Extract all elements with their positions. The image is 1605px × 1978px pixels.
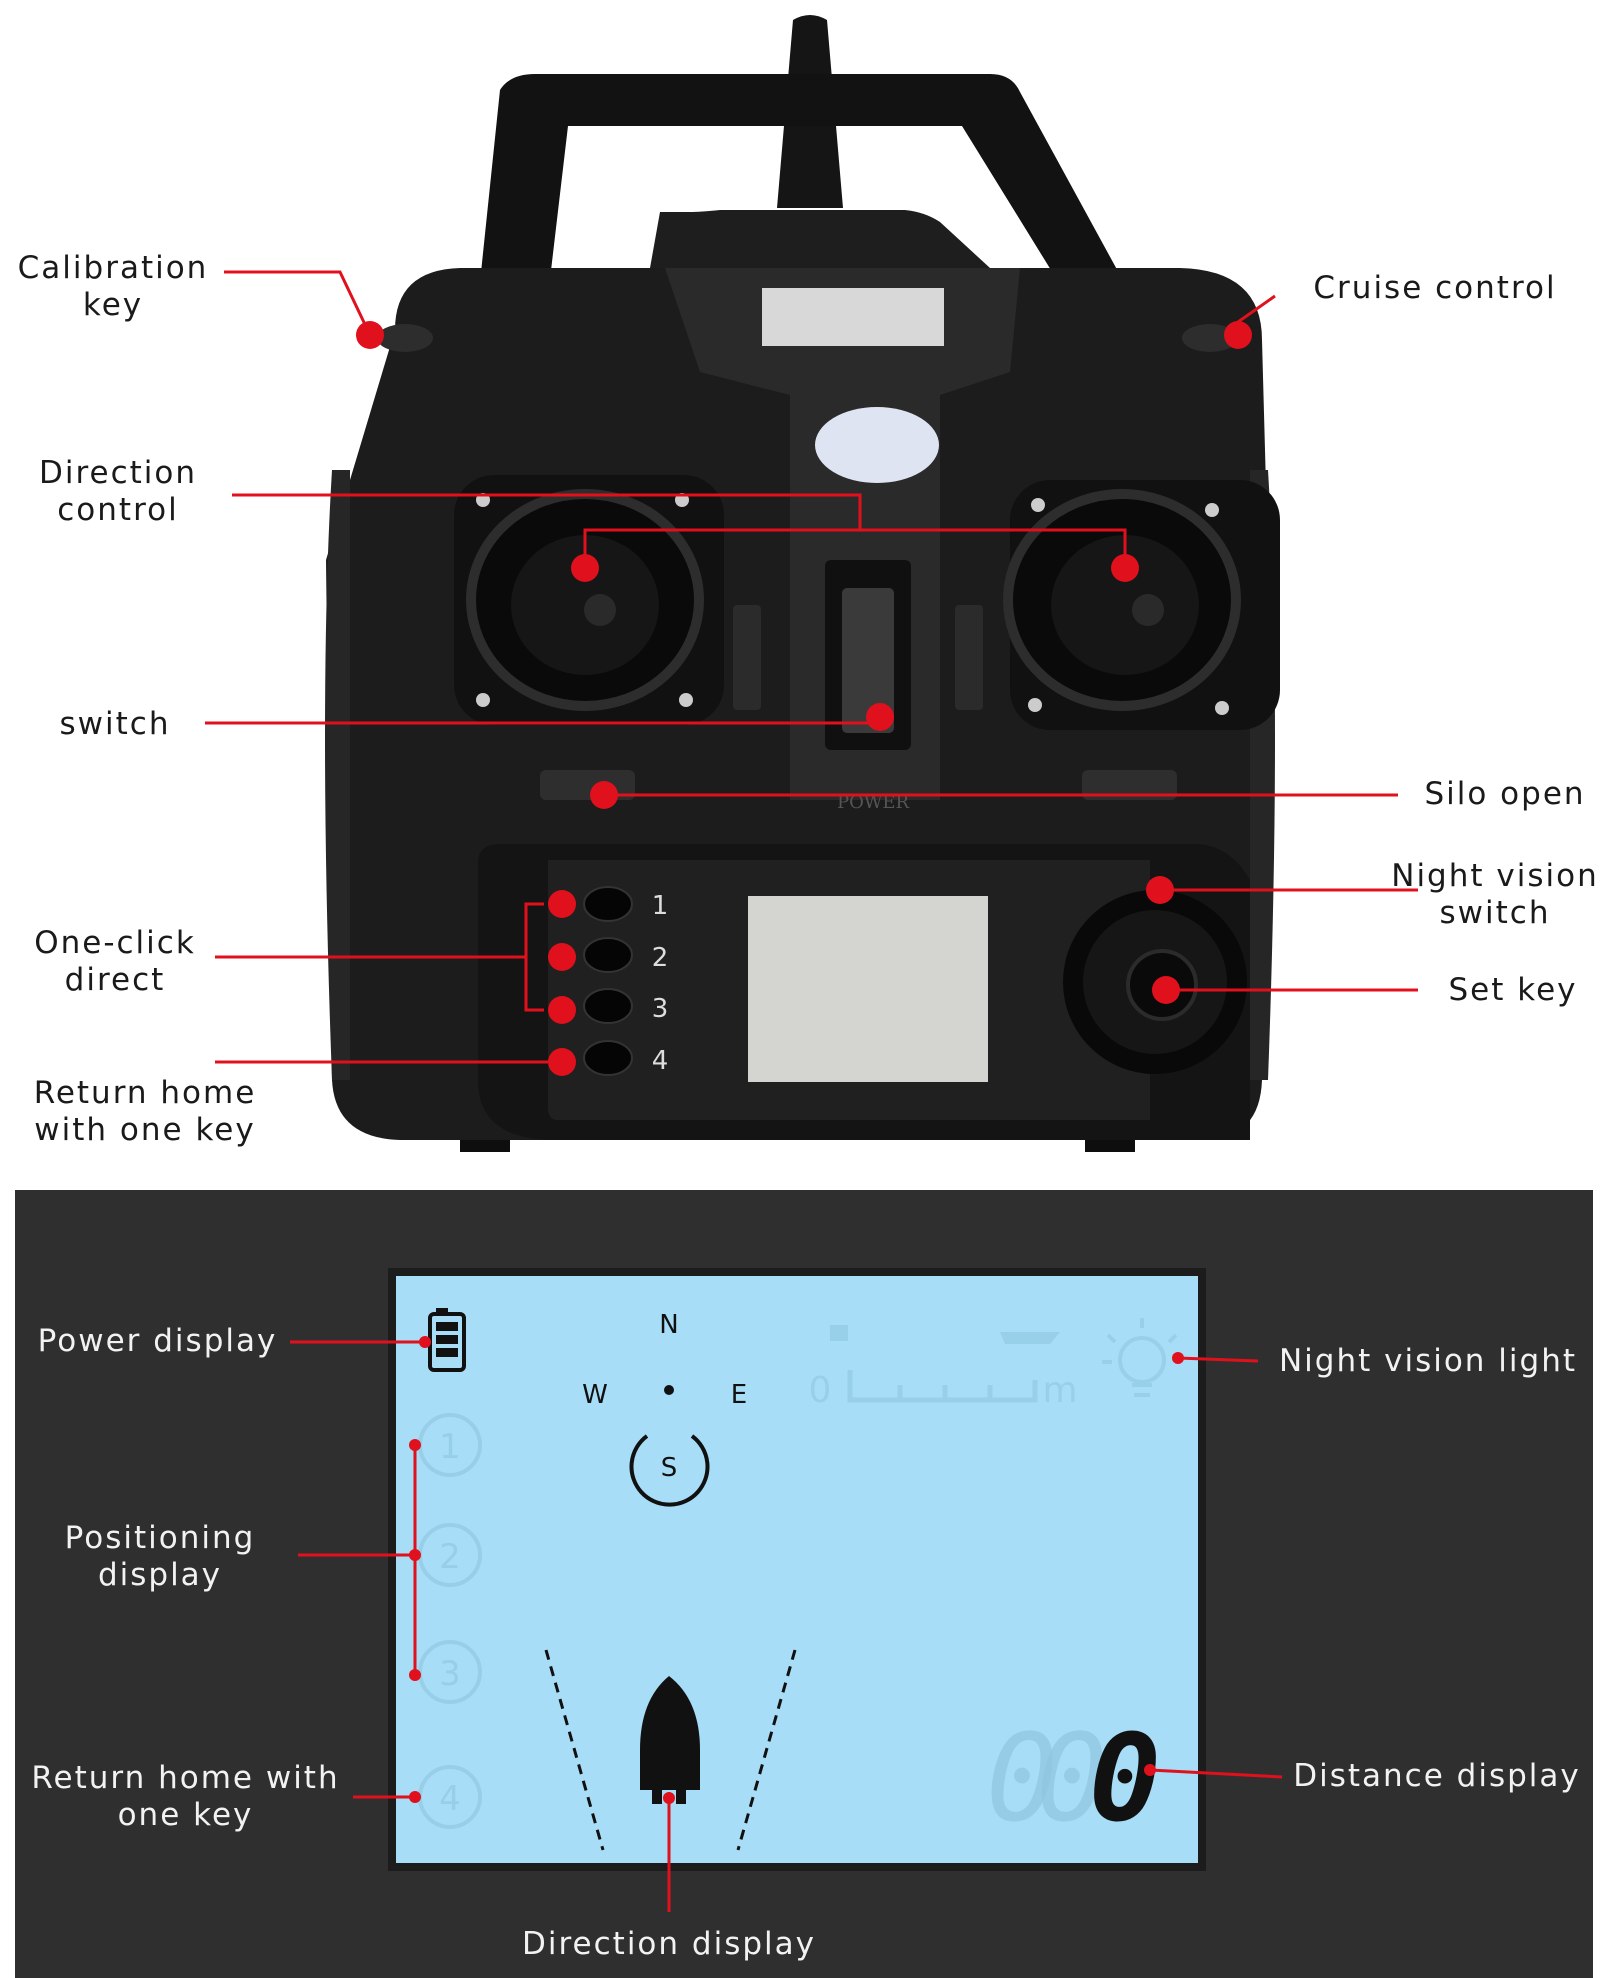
label-night-vision-switch: Night vision switch bbox=[1391, 858, 1599, 931]
center-led bbox=[815, 407, 939, 483]
label-return-home-bottom: Return home with one key bbox=[31, 1760, 340, 1833]
compass: N E S W bbox=[582, 1310, 747, 1507]
cruise-shoulder-button[interactable] bbox=[1182, 324, 1238, 352]
button-number-4: 4 bbox=[652, 1046, 669, 1076]
night-vision-bulb-icon bbox=[1102, 1318, 1178, 1397]
position-3: 3 bbox=[439, 1654, 461, 1694]
controller: POWER 1 2 3 4 bbox=[325, 15, 1280, 1152]
top-hump bbox=[650, 210, 990, 268]
top-callout-dots bbox=[356, 321, 1252, 1076]
label-power-display: Power display bbox=[37, 1323, 278, 1359]
top-callout-lines bbox=[205, 270, 1418, 1064]
label-silo-open: Silo open bbox=[1424, 776, 1586, 812]
position-2: 2 bbox=[439, 1537, 461, 1577]
home-button-4[interactable] bbox=[583, 1040, 633, 1076]
distance-digits: 0 0 0 bbox=[986, 1710, 1161, 1849]
button-number-1: 1 bbox=[652, 891, 669, 921]
label-cruise-control: Cruise control bbox=[1313, 270, 1557, 306]
distance-digit-1: 0 bbox=[986, 1710, 1058, 1849]
mission-button-3[interactable] bbox=[583, 988, 633, 1024]
center-panel bbox=[665, 268, 1020, 800]
boat-icon bbox=[640, 1676, 700, 1790]
position-4: 4 bbox=[439, 1779, 461, 1819]
bottom-callout-lines bbox=[290, 1340, 1283, 1912]
controller-lcd bbox=[748, 896, 988, 1082]
label-calibration-key: Calibration key bbox=[17, 250, 209, 323]
label-direction-control: Direction control bbox=[38, 455, 198, 528]
silo-switch-right[interactable] bbox=[1082, 770, 1177, 800]
label-one-click-direct: One-click direct bbox=[34, 925, 196, 998]
compass-south: S bbox=[661, 1453, 678, 1483]
mission-button-2[interactable] bbox=[583, 937, 633, 973]
distance-scale: 0 m bbox=[809, 1325, 1078, 1411]
button-number-2: 2 bbox=[652, 943, 669, 973]
right-stick[interactable] bbox=[1132, 594, 1164, 626]
boat-direction-display bbox=[544, 1649, 797, 1851]
calibration-shoulder-button[interactable] bbox=[377, 324, 433, 352]
label-distance-display: Distance display bbox=[1293, 1758, 1581, 1794]
power-text: POWER bbox=[837, 792, 910, 813]
left-stick[interactable] bbox=[584, 594, 616, 626]
distance-digit-2: 0 bbox=[1036, 1710, 1108, 1849]
position-1: 1 bbox=[439, 1427, 461, 1467]
left-trim[interactable] bbox=[733, 605, 761, 710]
label-positioning-display: Positioning display bbox=[64, 1520, 256, 1593]
bottom-callout-dots bbox=[409, 1336, 1184, 1804]
scale-unit: m bbox=[1042, 1370, 1077, 1411]
scale-start: 0 bbox=[809, 1370, 832, 1411]
power-switch[interactable] bbox=[842, 588, 894, 733]
status-window bbox=[762, 288, 944, 346]
compass-north: N bbox=[659, 1310, 678, 1340]
label-night-vision-light: Night vision light bbox=[1278, 1343, 1578, 1379]
distance-digit-3: 0 bbox=[1089, 1710, 1161, 1849]
button-number-3: 3 bbox=[652, 994, 669, 1024]
compass-east: E bbox=[731, 1380, 747, 1410]
lcd-screen bbox=[388, 1268, 1206, 1871]
carry-handle bbox=[475, 74, 1150, 330]
label-switch: switch bbox=[59, 706, 171, 742]
right-trim[interactable] bbox=[955, 605, 983, 710]
compass-west: W bbox=[582, 1380, 608, 1410]
mission-button-1[interactable] bbox=[583, 886, 633, 922]
label-return-home-top: Return home with one key bbox=[33, 1075, 257, 1148]
label-set-key: Set key bbox=[1448, 972, 1578, 1008]
label-direction-display: Direction display bbox=[522, 1926, 816, 1962]
